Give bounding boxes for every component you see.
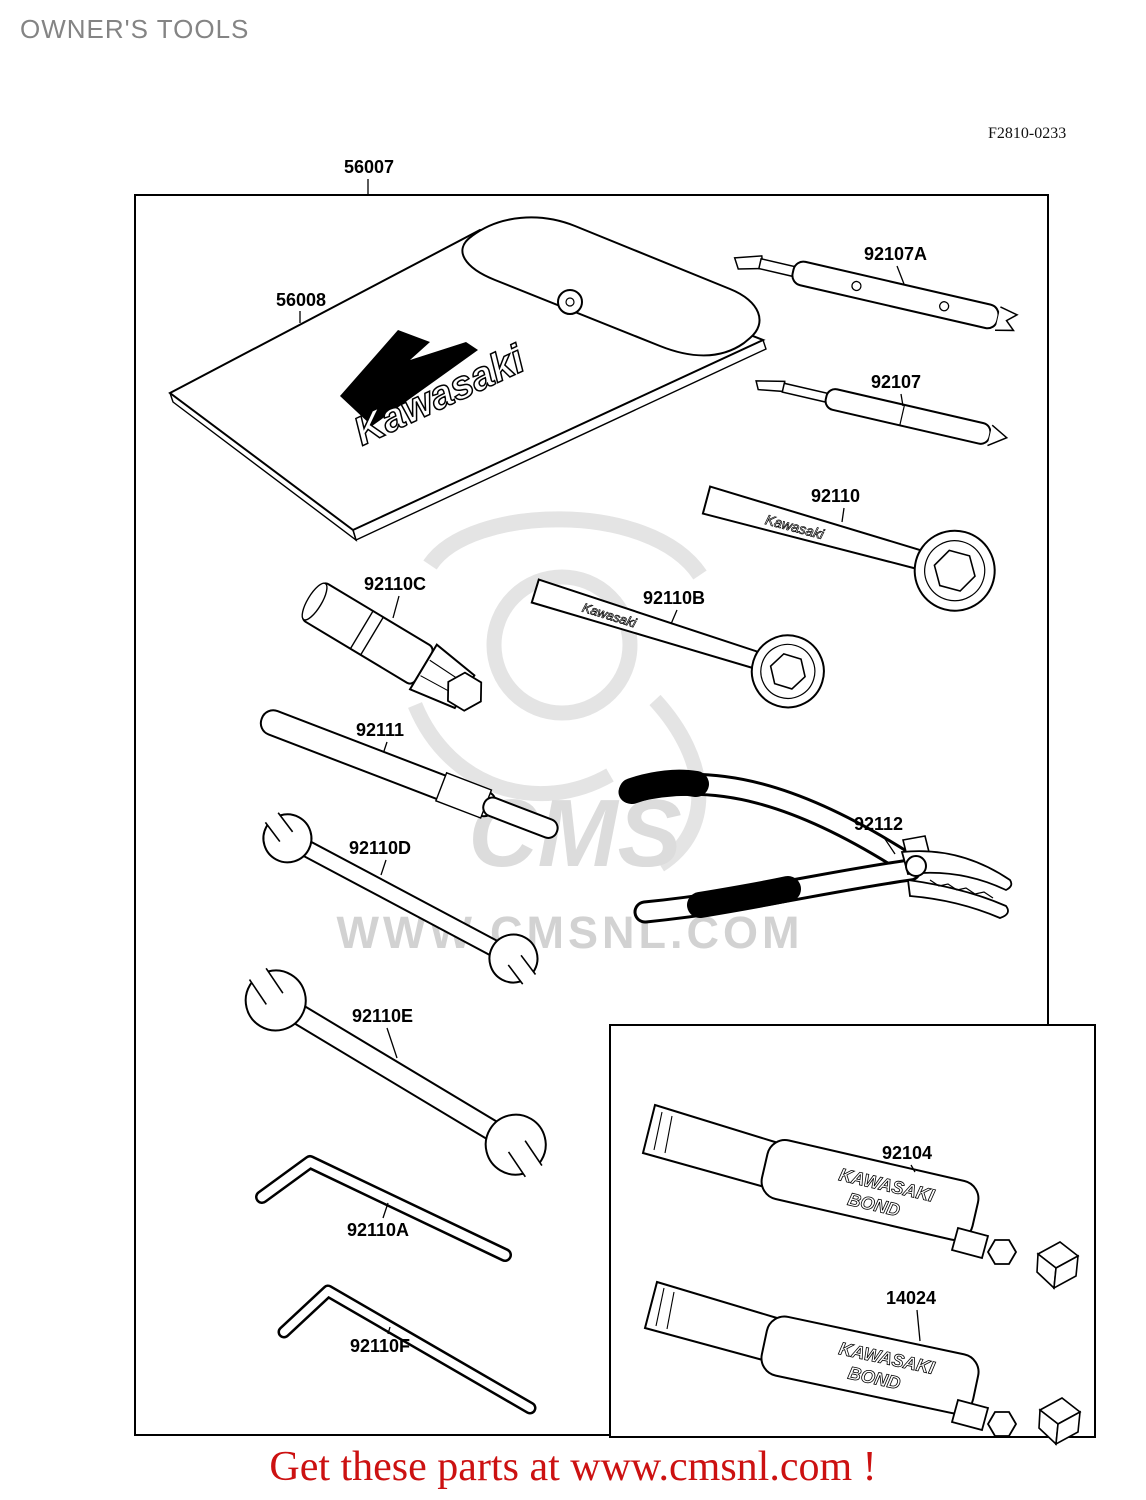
footer-link[interactable]: Get these parts at www.cmsnl.com ! [269,1444,877,1490]
bond-tube-92104: KAWASAKI BOND [641,1103,1080,1290]
plug-socket-92110c [301,582,483,712]
box-wrench-92110: Kawasaki [701,485,996,612]
pliers-serration [929,879,994,899]
diagram-frame [134,194,1049,1436]
hex-key-92110a [255,1155,512,1262]
part-label-92110a[interactable]: 92110A [347,1220,410,1240]
pliers-92112 [618,769,1013,924]
watermark-url: WWW.CMSNL.COM [337,907,804,958]
pliers-grip [687,876,801,918]
box-wrench-92110b: Kawasaki [530,578,825,709]
part-label-56008[interactable]: 56008 [276,290,327,310]
part-label-92104[interactable]: 92104 [882,1143,933,1163]
part-label-92112[interactable]: 92112 [854,814,904,834]
tube-nozzle [986,1239,1018,1265]
open-end-wrench-92110e [243,960,548,1186]
tube-nozzle [986,1411,1018,1437]
part-label-92110e[interactable]: 92110E [352,1006,414,1026]
tube-cap-cube [1038,1397,1082,1446]
page-title: OWNER'S TOOLS [20,14,250,44]
hex-key-92110f [277,1284,537,1415]
part-label-92110f[interactable]: 92110F [350,1336,411,1356]
pliers-grip [619,769,709,804]
snap-button-center [565,297,575,307]
part-label-92111[interactable]: 92111 [356,720,405,740]
tommy-bar-92111 [259,709,559,839]
pouch-flap [461,216,761,357]
open-end-wrench-92110d [260,806,541,991]
kawasaki-logo-mark [340,330,478,426]
part-label-14024[interactable]: 14024 [886,1288,937,1308]
part-label-56007[interactable]: 56007 [344,157,395,177]
leader-lines [299,179,921,1342]
figure-reference-code: F2810-0233 [988,125,1067,142]
part-label-92110d[interactable]: 92110D [349,838,412,858]
tube-cap-cube [1036,1241,1080,1290]
screwdriver-reversible-92107a [733,255,1019,332]
bond-tube-14024: KAWASAKI BOND [643,1280,1082,1446]
part-label-92110c[interactable]: 92110C [364,574,427,594]
pliers-pivot [905,855,927,877]
part-label-92110b[interactable]: 92110B [643,588,706,608]
part-label-92110[interactable]: 92110 [811,486,861,506]
screwdriver-92107 [755,380,1009,447]
part-label-92107a[interactable]: 92107A [864,244,928,264]
part-label-92107[interactable]: 92107 [871,372,922,392]
tool-pouch: Kawasaki [168,216,767,542]
